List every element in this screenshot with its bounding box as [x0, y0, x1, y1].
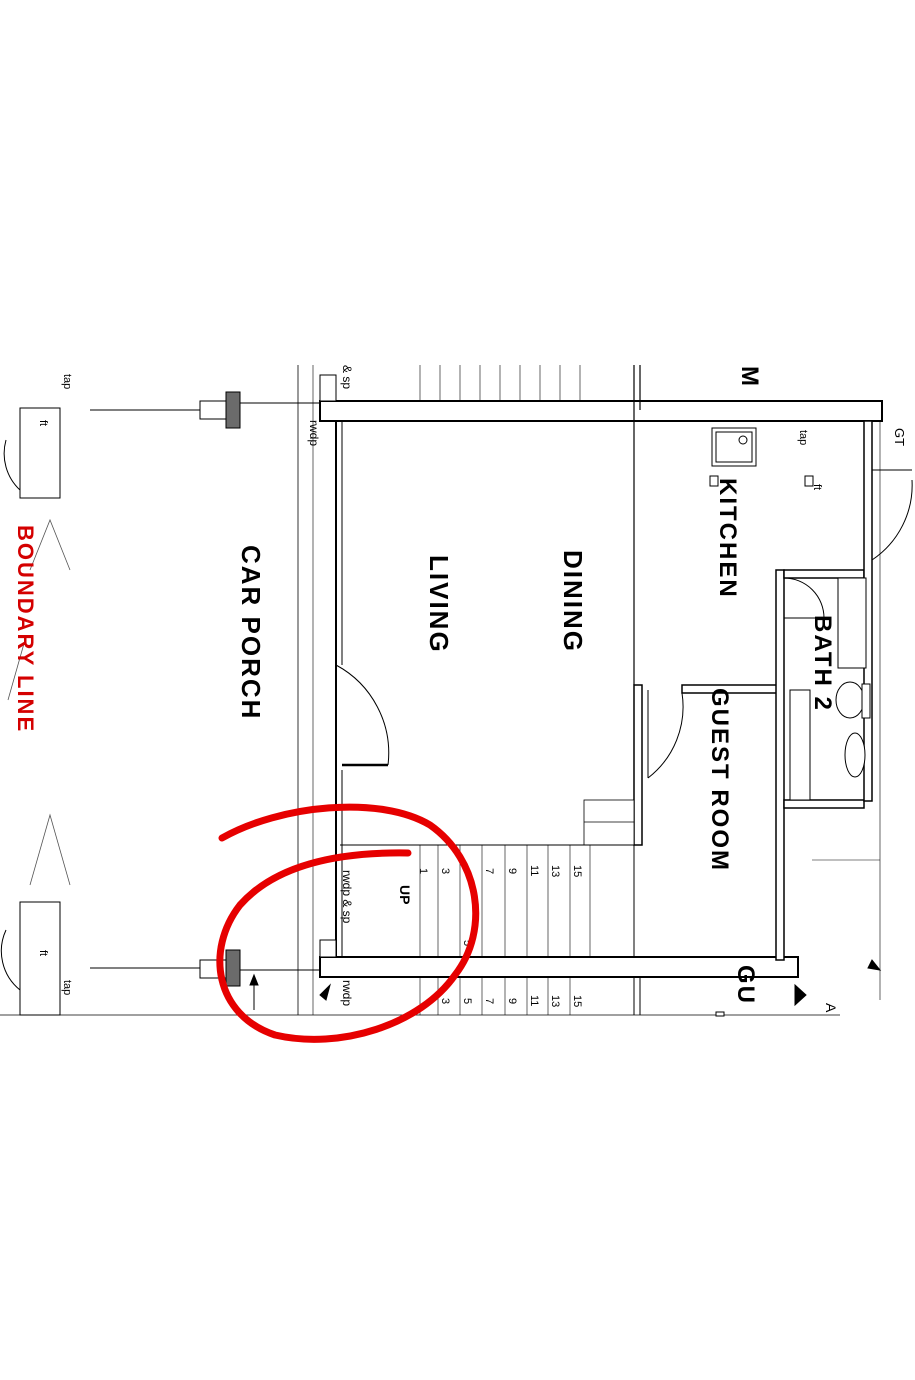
stair-number: 13	[549, 995, 561, 1007]
rwdp-sp-label: rwdp & sp	[340, 870, 354, 924]
sp-partial-label: & sp	[340, 365, 354, 389]
guest-room-partial-label: GU	[732, 965, 759, 1005]
kitchen-label: KITCHEN	[714, 478, 741, 599]
ft-label-bottom-left: ft	[37, 950, 49, 956]
staircase	[419, 365, 591, 1015]
stair-number: 9	[506, 868, 518, 874]
living-label: LIVING	[424, 555, 454, 654]
stair-number: 7	[483, 998, 495, 1004]
stair-number: 1	[417, 868, 429, 874]
tap-label-top-left: tap	[61, 374, 73, 389]
rwdp-label-bottom: rwdp	[340, 980, 354, 1006]
bath2-label: BATH 2	[809, 615, 836, 712]
tap-label-bottom-left: tap	[61, 980, 73, 995]
gate-piers	[0, 374, 337, 1016]
section-partial-label: A	[823, 1003, 839, 1013]
fixtures	[709, 427, 871, 1017]
top-wall	[319, 400, 883, 422]
stair-number: 7	[483, 868, 495, 874]
stair-number: 5	[461, 998, 473, 1004]
stair-number: 11	[528, 995, 540, 1006]
stair-number: 3	[439, 868, 451, 874]
room-partial-top-label: M	[736, 366, 763, 386]
boundary-line-label: BOUNDARY LINE	[13, 525, 38, 733]
door-swings	[335, 479, 913, 779]
red-markup-circle	[216, 803, 480, 1043]
guest-room-label: GUEST ROOM	[706, 688, 733, 872]
ft-label-top-left: ft	[37, 420, 49, 426]
stair-number: 11	[528, 865, 540, 876]
gt-label: GT	[892, 428, 907, 446]
up-label: UP	[397, 885, 413, 904]
stair-number: 15	[571, 865, 583, 877]
plan-outline	[0, 365, 912, 1016]
section-arrow-icon	[794, 983, 807, 1007]
tap-label-kitchen: tap	[797, 430, 809, 445]
rwdp-label-top: rwdp	[307, 420, 321, 446]
stair-numbers-bottom: 3 5 7 9 11 13 15	[439, 995, 583, 1007]
stair-number: 15	[571, 995, 583, 1007]
stair-number: 3	[439, 998, 451, 1004]
ft-label-kitchen: ft	[811, 484, 823, 490]
bottom-wall	[319, 956, 799, 978]
stair-number: 9	[506, 998, 518, 1004]
stair-number: 5	[461, 940, 473, 946]
toilet-icon	[835, 681, 865, 719]
boundary-hatch	[7, 518, 71, 886]
dining-label: DINING	[558, 550, 588, 653]
car-porch-label: CAR PORCH	[236, 545, 266, 720]
stair-number: 13	[549, 865, 561, 877]
arrow-markers	[249, 959, 882, 1010]
basin-icon	[844, 732, 866, 778]
stair-numbers-top: 1 3 5 7 9 11 13 15	[417, 865, 583, 946]
